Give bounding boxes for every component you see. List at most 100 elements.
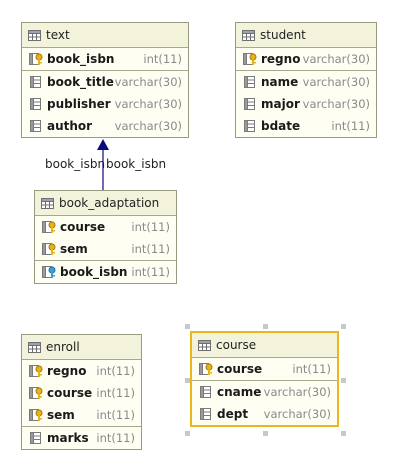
column-name: major: [261, 97, 300, 111]
primary-key-icon: [242, 52, 258, 66]
column-row[interactable]: author varchar(30): [22, 115, 188, 137]
column-icon: [198, 385, 214, 399]
selection-handle[interactable]: [341, 431, 346, 436]
table-icon: [198, 340, 211, 351]
column-row[interactable]: publisher varchar(30): [22, 93, 188, 115]
column-type: int(11): [131, 265, 170, 279]
column-type: int(11): [292, 362, 331, 376]
column-icon: [28, 97, 44, 111]
table-header[interactable]: enroll: [22, 335, 141, 360]
table-icon: [242, 30, 255, 41]
table-header[interactable]: text: [22, 23, 188, 48]
table-title: student: [260, 28, 306, 42]
column-name: dept: [217, 407, 249, 421]
column-type: int(11): [96, 431, 135, 445]
relation-label-left: book_isbn: [45, 157, 106, 171]
table-header[interactable]: student: [236, 23, 376, 48]
column-name: book_isbn: [47, 52, 115, 66]
column-name: bdate: [261, 119, 301, 133]
primary-key-icon: [28, 364, 44, 378]
column-row[interactable]: course int(11): [22, 382, 141, 404]
table-book-adaptation[interactable]: book_adaptation course int(11) sem int(1…: [34, 190, 177, 284]
table-title: text: [46, 28, 70, 42]
table-header[interactable]: course: [192, 333, 337, 358]
primary-key-icon: [41, 242, 57, 256]
column-name: book_title: [47, 75, 114, 89]
table-course[interactable]: course course int(11) cname varchar(30) …: [190, 331, 339, 427]
column-icon: [242, 75, 258, 89]
column-type: varchar(30): [263, 385, 331, 399]
column-type: varchar(30): [114, 97, 182, 111]
column-row[interactable]: sem int(11): [22, 404, 141, 426]
column-type: varchar(30): [302, 52, 370, 66]
selection-handle[interactable]: [263, 431, 268, 436]
column-row[interactable]: sem int(11): [35, 238, 176, 260]
primary-key-icon: [28, 52, 44, 66]
column-name: author: [47, 119, 93, 133]
column-name: book_isbn: [60, 265, 128, 279]
column-type: int(11): [96, 364, 135, 378]
table-student[interactable]: student regno varchar(30) name varchar(3…: [235, 22, 377, 138]
column-row[interactable]: bdate int(11): [236, 115, 376, 137]
column-row[interactable]: book_isbn int(11): [22, 48, 188, 70]
column-name: sem: [60, 242, 88, 256]
column-name: course: [60, 220, 106, 234]
primary-key-icon: [198, 362, 214, 376]
table-title: enroll: [46, 340, 80, 354]
column-type: int(11): [131, 220, 170, 234]
column-type: varchar(30): [302, 75, 370, 89]
table-icon: [28, 342, 41, 353]
column-type: varchar(30): [263, 407, 331, 421]
table-title: book_adaptation: [59, 196, 160, 210]
column-name: course: [217, 362, 263, 376]
column-icon: [28, 75, 44, 89]
selection-handle[interactable]: [185, 431, 190, 436]
column-row[interactable]: major varchar(30): [236, 93, 376, 115]
foreign-key-icon: [41, 265, 57, 279]
selection-handle[interactable]: [185, 378, 190, 383]
selection-handle[interactable]: [341, 324, 346, 329]
selection-handle[interactable]: [263, 324, 268, 329]
column-row[interactable]: course int(11): [35, 216, 176, 238]
table-icon: [28, 30, 41, 41]
column-icon: [242, 119, 258, 133]
selection-handle[interactable]: [185, 324, 190, 329]
column-row[interactable]: cname varchar(30): [192, 380, 337, 403]
column-type: varchar(30): [302, 97, 370, 111]
column-row[interactable]: dept varchar(30): [192, 403, 337, 425]
column-name: sem: [47, 408, 75, 422]
column-row[interactable]: name varchar(30): [236, 70, 376, 93]
table-header[interactable]: book_adaptation: [35, 191, 176, 216]
column-icon: [242, 97, 258, 111]
column-row[interactable]: course int(11): [192, 358, 337, 380]
column-type: int(11): [143, 52, 182, 66]
relation-arrowhead: [97, 139, 109, 150]
primary-key-icon: [28, 408, 44, 422]
column-row[interactable]: book_isbn int(11): [35, 260, 176, 283]
column-name: cname: [217, 385, 262, 399]
column-type: int(11): [131, 242, 170, 256]
column-row[interactable]: marks int(11): [22, 426, 141, 449]
primary-key-icon: [41, 220, 57, 234]
column-type: int(11): [96, 408, 135, 422]
column-name: regno: [261, 52, 301, 66]
column-row[interactable]: book_title varchar(30): [22, 70, 188, 93]
relation-label-right: book_isbn: [106, 157, 167, 171]
column-name: regno: [47, 364, 87, 378]
column-row[interactable]: regno int(11): [22, 360, 141, 382]
column-icon: [28, 431, 44, 445]
primary-key-icon: [28, 386, 44, 400]
table-icon: [41, 198, 54, 209]
column-icon: [28, 119, 44, 133]
column-type: varchar(30): [114, 75, 182, 89]
selection-handle[interactable]: [341, 378, 346, 383]
table-enroll[interactable]: enroll regno int(11) course int(11) sem …: [21, 334, 142, 450]
column-name: publisher: [47, 97, 111, 111]
column-row[interactable]: regno varchar(30): [236, 48, 376, 70]
column-icon: [198, 407, 214, 421]
column-name: marks: [47, 431, 89, 445]
table-title: course: [216, 338, 257, 352]
table-text[interactable]: text book_isbn int(11) book_title varcha…: [21, 22, 189, 138]
column-name: course: [47, 386, 93, 400]
